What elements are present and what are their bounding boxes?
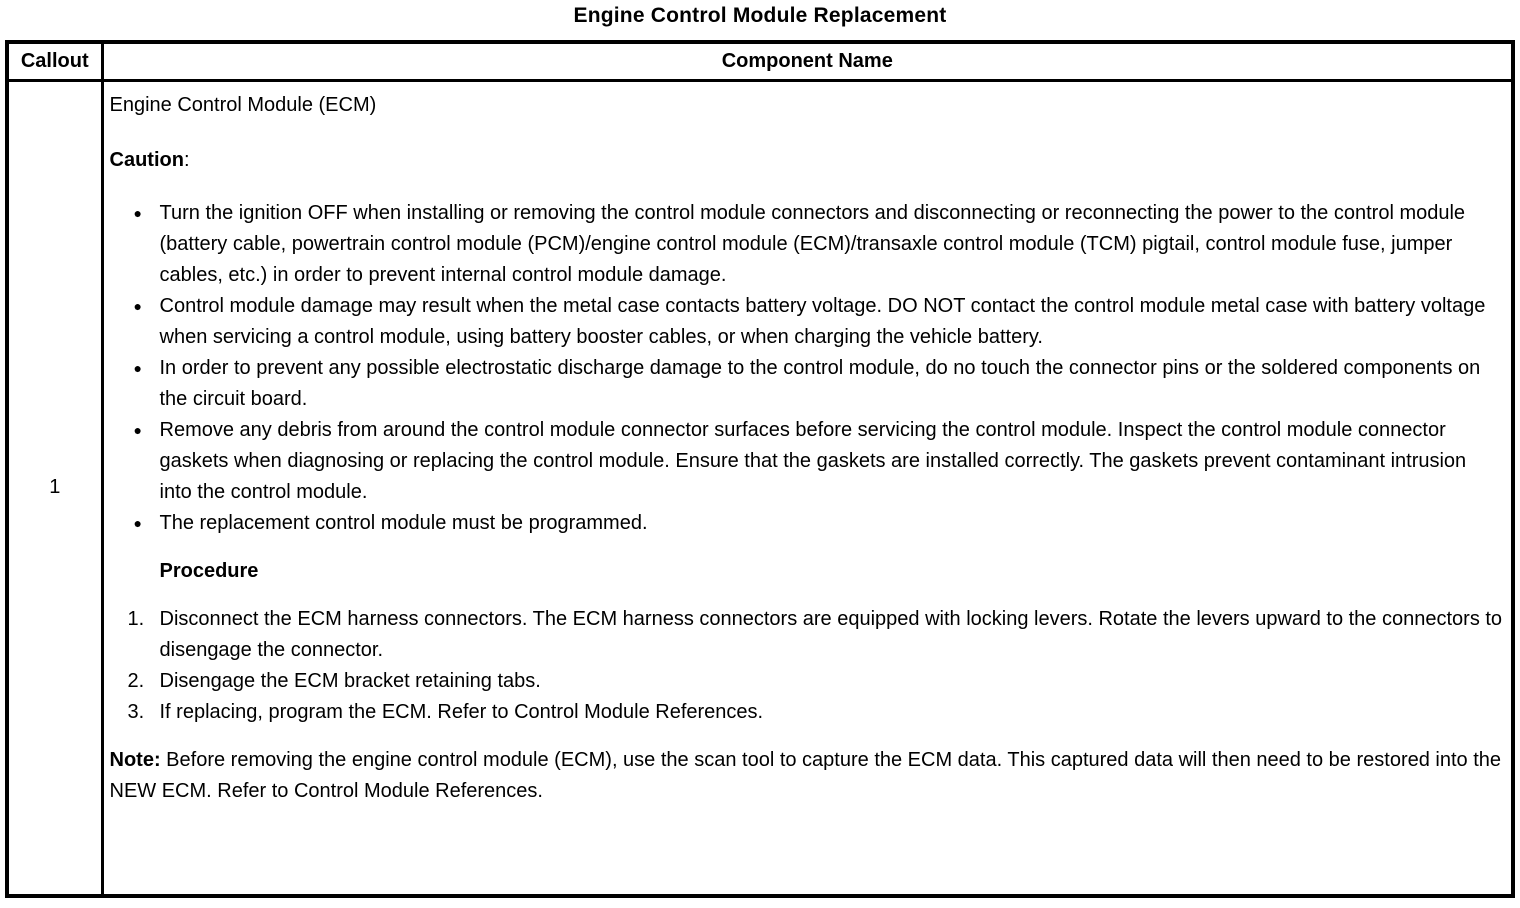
step-number: 3.	[127, 700, 145, 723]
caution-item-text: Remove any debris from around the contro…	[159, 418, 1467, 503]
callout-column-header: Callout	[5, 40, 104, 82]
procedure-list: 1. Disconnect the ECM harness connectors…	[128, 604, 1504, 728]
list-item: 2. Disengage the ECM bracket retaining t…	[128, 666, 1504, 697]
component-cell: Engine Control Module (ECM) Caution: ● T…	[100, 78, 1515, 898]
list-item: ● In order to prevent any possible elect…	[134, 353, 1504, 415]
caution-heading: Caution:	[110, 145, 1504, 176]
list-item: 1. Disconnect the ECM harness connectors…	[128, 604, 1504, 666]
caution-list: ● Turn the ignition OFF when installing …	[134, 198, 1504, 539]
procedure-heading: Procedure	[159, 559, 259, 582]
list-item: ● Control module damage may result when …	[134, 291, 1504, 353]
caution-item-text: Turn the ignition OFF when installing or…	[159, 201, 1466, 286]
caution-item-text: Control module damage may result when th…	[159, 294, 1486, 348]
caution-item-text: The replacement control module must be p…	[159, 511, 648, 534]
callout-cell: 1	[5, 78, 104, 898]
step-number: 1.	[127, 607, 145, 630]
list-item: ● Remove any debris from around the cont…	[134, 415, 1504, 508]
list-item: 3. If replacing, program the ECM. Refer …	[128, 697, 1504, 728]
note-text: Before removing the engine control modul…	[109, 748, 1502, 802]
list-item: ● Turn the ignition OFF when installing …	[134, 198, 1504, 291]
step-text: If replacing, program the ECM. Refer to …	[159, 700, 764, 723]
note-paragraph: Note: Before removing the engine control…	[110, 745, 1504, 807]
caution-colon: :	[183, 148, 190, 171]
note-label: Note:	[109, 748, 161, 771]
table-header: Callout Component Name	[5, 40, 1515, 82]
table-row: 1 Engine Control Module (ECM) Caution: ●…	[5, 78, 1515, 898]
bullet-icon: ●	[133, 421, 142, 438]
page-title: Engine Control Module Replacement	[573, 4, 947, 27]
step-text: Disengage the ECM bracket retaining tabs…	[159, 669, 541, 692]
bullet-icon: ●	[133, 514, 142, 531]
caution-label: Caution	[109, 148, 184, 171]
caution-item-text: In order to prevent any possible electro…	[159, 356, 1481, 410]
bullet-icon: ●	[133, 359, 142, 376]
component-name: Engine Control Module (ECM)	[109, 93, 377, 116]
component-table: Callout Component Name 1 Engine Control …	[5, 40, 1515, 898]
step-text: Disconnect the ECM harness connectors. T…	[159, 607, 1503, 661]
bullet-icon: ●	[133, 297, 142, 314]
list-item: ● The replacement control module must be…	[134, 508, 1504, 539]
step-number: 2.	[127, 669, 145, 692]
bullet-icon: ●	[133, 204, 142, 221]
component-name-column-header: Component Name	[100, 40, 1515, 82]
